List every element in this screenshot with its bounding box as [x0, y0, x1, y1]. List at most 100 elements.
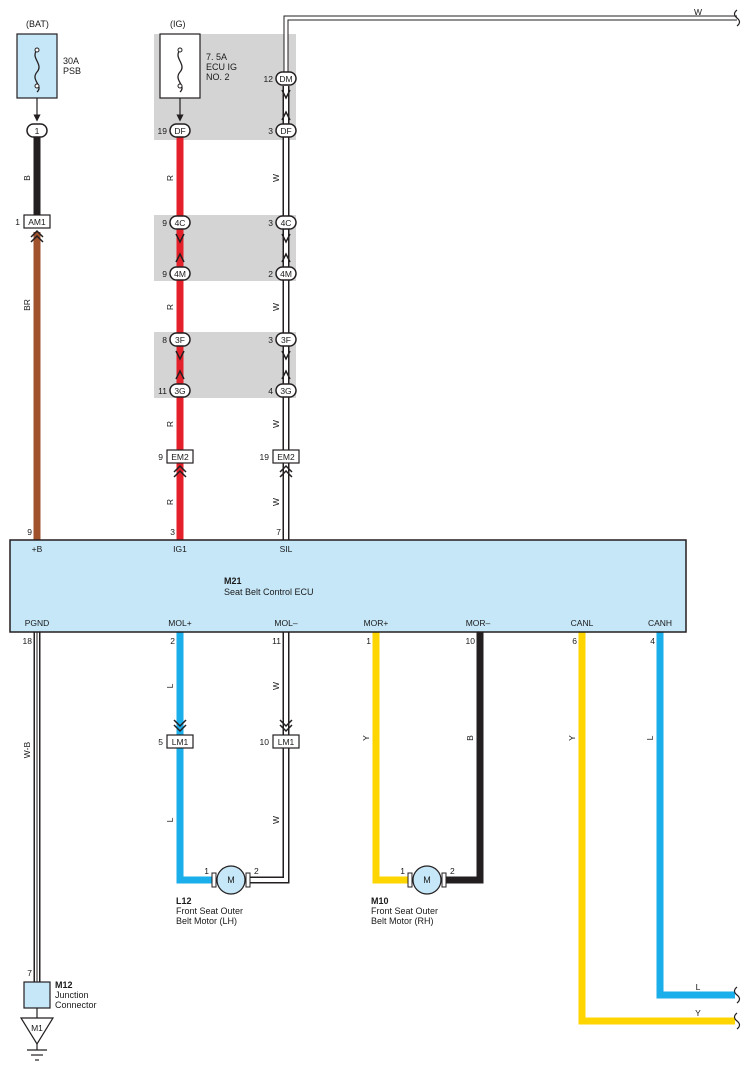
connector-lm1-l: LM1	[166, 719, 194, 749]
lm1-pin-w: 10	[260, 737, 270, 747]
ecu-pin-num-molp: 2	[170, 636, 175, 646]
wire-label-r1: R	[165, 175, 175, 181]
ecu-pin-label-b: +B	[32, 544, 43, 554]
df-label-r: DF	[174, 126, 185, 136]
junction-name1: Junction	[55, 990, 89, 1000]
motor-lh-symbol: M	[227, 875, 235, 885]
motor-lh-name1: Front Seat Outer	[176, 906, 243, 916]
ecu-pin-num-sil: 7	[276, 527, 281, 537]
wire-label-br: BR	[22, 299, 32, 311]
ground-label: M1	[31, 1023, 43, 1033]
wire-label-w1: W	[271, 174, 281, 182]
df-pin-w: 3	[268, 126, 273, 136]
connector-df-w: DF	[275, 123, 297, 138]
wire-label-r4: R	[165, 499, 175, 505]
lm1-label-w: LM1	[278, 737, 295, 747]
wire-label-l1: L	[165, 683, 175, 688]
connector-lm1-w: LM1	[272, 719, 300, 749]
break-canl	[733, 1012, 741, 1030]
ecu-pin-num-molm: 11	[272, 636, 281, 646]
arrows-4c4m	[175, 233, 291, 263]
wire-label-r2: R	[165, 304, 175, 310]
fuse-ecu-ig-no2	[159, 33, 201, 122]
c4c-label-r: 4C	[175, 218, 186, 228]
psb-name: PSB	[63, 66, 81, 76]
wire-label-canh-out: L	[696, 982, 701, 992]
em2-label-w: EM2	[277, 452, 295, 462]
ecu-pin-num-morp: 1	[366, 636, 371, 646]
wire-label-w3: W	[271, 420, 281, 428]
wire-label-l2: L	[165, 817, 175, 822]
motor-rh-symbol: M	[423, 875, 431, 885]
junction-code: M12	[55, 980, 73, 990]
c3f-label-r: 3F	[175, 335, 185, 345]
connector-4c-r: 4C	[169, 215, 191, 230]
psb-amp: 30A	[63, 56, 79, 66]
ecu-pin-num-pgnd: 18	[23, 636, 33, 646]
c3f-pin-w: 3	[268, 335, 273, 345]
motor-rh-name1: Front Seat Outer	[371, 906, 438, 916]
c3g-pin-r: 11	[158, 386, 167, 396]
wire-label-b: B	[22, 175, 32, 181]
wire-top-w	[283, 15, 737, 72]
motor-rh-code: M10	[371, 896, 389, 906]
ecu-pin-label-molp: MOL+	[168, 618, 191, 628]
motor-lh-name2: Belt Motor (LH)	[176, 916, 237, 926]
ig-fuse-name2: NO. 2	[206, 72, 230, 82]
c4c-label-w: 4C	[281, 218, 292, 228]
df-pin-r: 19	[158, 126, 168, 136]
lm1-pin-l: 5	[158, 737, 163, 747]
connector-dm: DM	[275, 71, 297, 86]
wire-label-r3: R	[165, 421, 175, 427]
ecu-pin-label-sil: SIL	[280, 544, 293, 554]
wire-molm-w	[248, 632, 290, 884]
wire-label-y1: Y	[361, 735, 371, 741]
motor-rh-pin1: 1	[400, 866, 405, 876]
ecu-pin-label-morp: MOR+	[364, 618, 389, 628]
ground-symbol	[19, 1017, 55, 1061]
ecu-pin-num-canl: 6	[572, 636, 577, 646]
wire-label-l3: L	[645, 735, 655, 740]
ecu-pin-label-molm: MOL–	[274, 618, 297, 628]
wire-molp-l	[176, 632, 214, 884]
arrows-3f3g	[175, 350, 291, 380]
wire-morm-b	[444, 632, 484, 884]
ecu-name: Seat Belt Control ECU	[224, 587, 314, 597]
am1-label: AM1	[28, 217, 46, 227]
junction-pin: 7	[27, 968, 32, 978]
bat-pin-label: 1	[35, 126, 40, 136]
wire-label-wb: W-B	[22, 741, 32, 758]
ecu-pin-num-morm: 10	[466, 636, 476, 646]
c4c-pin-w: 3	[268, 218, 273, 228]
motor-rh-pin2: 2	[450, 866, 455, 876]
ig-fuse-amp: 7. 5A	[206, 52, 227, 62]
em2-pin-w: 19	[260, 452, 270, 462]
ecu-pin-num-canh: 4	[650, 636, 655, 646]
wire-label-top-w: W	[694, 7, 702, 17]
ecu-code: M21	[224, 576, 242, 586]
lm1-label-l: LM1	[172, 737, 189, 747]
connector-am1: AM1	[23, 214, 51, 243]
ecu-box	[9, 539, 687, 633]
connector-3g-w: 3G	[275, 383, 297, 398]
em2-label-r: EM2	[171, 452, 189, 462]
c3g-label-r: 3G	[174, 386, 185, 396]
connector-em2-w: EM2	[272, 449, 300, 478]
wire-canh-l	[656, 632, 735, 999]
connector-em2-r: EM2	[166, 449, 194, 478]
motor-rh-name2: Belt Motor (RH)	[371, 916, 434, 926]
connector-3f-w: 3F	[275, 332, 297, 347]
wire-label-w5: W	[271, 682, 281, 690]
break-canh	[733, 986, 741, 1004]
motor-rh: M	[407, 865, 447, 895]
c3f-label-w: 3F	[281, 335, 291, 345]
fuse-psb	[16, 33, 58, 122]
connector-df-r: DF	[169, 123, 191, 138]
connector-4c-w: 4C	[275, 215, 297, 230]
motor-lh-pin2: 2	[254, 866, 259, 876]
ig-label: (IG)	[170, 19, 186, 29]
c3f-pin-r: 8	[162, 335, 167, 345]
bat-label: (BAT)	[26, 19, 49, 29]
junction-name2: Connector	[55, 1000, 97, 1010]
